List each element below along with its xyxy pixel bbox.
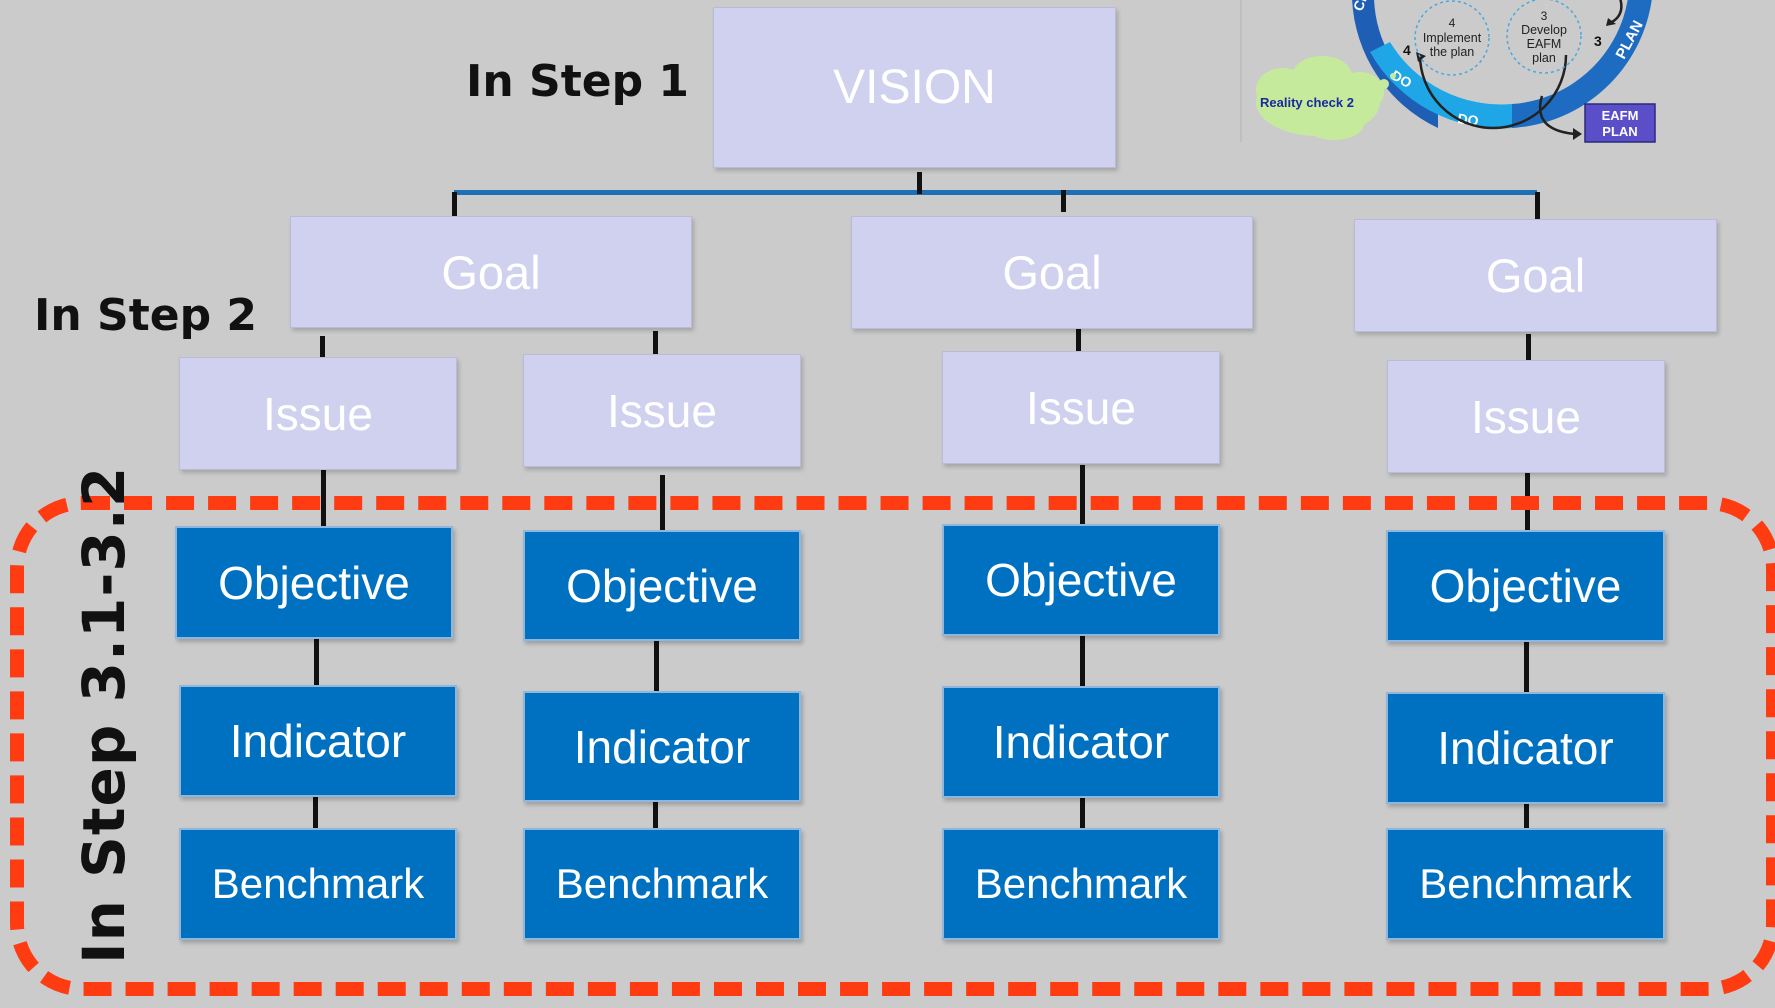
inner-cycle-arrow xyxy=(1418,54,1568,130)
step3-text-line3: plan xyxy=(1532,51,1556,65)
indicator4-benchmark-line xyxy=(1524,803,1529,830)
issue-box: Issue xyxy=(1387,360,1665,473)
goal1-stem xyxy=(452,192,457,216)
plan-output-arrow-head xyxy=(1573,128,1582,140)
benchmark-box: Benchmark xyxy=(942,828,1220,940)
step4-side-number: 4 xyxy=(1403,42,1411,58)
step3-label: In Step 3.1-3.2 xyxy=(70,465,138,964)
step1-label: In Step 1 xyxy=(466,56,690,107)
issue-box: Issue xyxy=(942,351,1220,464)
step4-number: 4 xyxy=(1449,16,1456,30)
goal-box: Goal xyxy=(1354,219,1717,332)
objective-box: Objective xyxy=(523,530,801,641)
goal-box: Goal xyxy=(290,216,692,328)
eafm-cycle-graphic: CH DO DO PLAN 4 Implement the plan 3 Dev… xyxy=(1240,0,1656,143)
step3-number: 3 xyxy=(1541,9,1548,23)
objective-box: Objective xyxy=(175,526,453,639)
step4-text-line1: Implement xyxy=(1423,31,1482,45)
indicator-box: Indicator xyxy=(523,691,801,802)
eafm-plan-text-line1: EAFM xyxy=(1602,108,1639,123)
issue-box: Issue xyxy=(179,357,457,470)
goal1-issue1-line xyxy=(320,336,325,358)
objective-box: Objective xyxy=(1386,530,1665,642)
step3-side-number: 3 xyxy=(1594,33,1602,49)
benchmark-box: Benchmark xyxy=(523,828,801,940)
goal-box: Goal xyxy=(851,216,1253,329)
goal2-issue3-line xyxy=(1076,329,1081,351)
eafm-cycle-inset: CH DO DO PLAN 4 Implement the plan 3 Dev… xyxy=(1240,0,1775,145)
step4-text-line2: the plan xyxy=(1430,45,1475,59)
indicator-box: Indicator xyxy=(942,686,1220,798)
reality-check-text: Reality check 2 xyxy=(1260,95,1354,110)
benchmark-box: Benchmark xyxy=(179,828,457,940)
issue-box: Issue xyxy=(523,354,801,467)
issue3-objective-line xyxy=(1080,465,1085,525)
vision-stem xyxy=(917,172,922,194)
indicator-box: Indicator xyxy=(179,685,457,797)
step3-text-line1: Develop xyxy=(1521,23,1567,37)
step3-text-line2: EAFM xyxy=(1527,37,1562,51)
reality-check-cloud xyxy=(1256,56,1396,140)
top-arrow-head xyxy=(1606,18,1616,26)
goal3-issue4-line xyxy=(1526,334,1531,360)
objective-box: Objective xyxy=(942,524,1220,636)
indicator2-benchmark-line xyxy=(653,800,658,830)
goal1-issue2-line xyxy=(653,331,658,354)
benchmark-box: Benchmark xyxy=(1386,828,1665,940)
indicator-box: Indicator xyxy=(1386,692,1665,804)
vision-box: VISION xyxy=(713,7,1116,168)
objective2-indicator-line xyxy=(654,640,659,693)
eafm-plan-text-line2: PLAN xyxy=(1602,124,1637,139)
eafm-plan-box xyxy=(1584,103,1656,143)
step3-circle xyxy=(1506,0,1582,74)
objective3-indicator-line xyxy=(1080,636,1085,688)
objective1-indicator-line xyxy=(314,637,319,687)
ring-plan-segment xyxy=(1512,0,1652,128)
objective4-indicator-line xyxy=(1524,642,1529,694)
goal3-stem xyxy=(1535,192,1540,219)
indicator1-benchmark-line xyxy=(313,795,318,829)
step2-label: In Step 2 xyxy=(34,290,258,341)
ring-do-segment xyxy=(1370,42,1512,129)
top-arrow xyxy=(1611,0,1623,24)
vision-goal-connector xyxy=(454,190,1537,195)
step3-dashed-frame xyxy=(10,496,1775,996)
inner-arrow-head xyxy=(1416,52,1426,62)
step4-circle xyxy=(1414,0,1490,76)
goal-mid-stem xyxy=(1061,190,1066,212)
plan-output-arrow xyxy=(1538,95,1576,136)
ring-do-text-2: DO xyxy=(1457,110,1480,129)
indicator3-benchmark-line xyxy=(1080,796,1085,829)
